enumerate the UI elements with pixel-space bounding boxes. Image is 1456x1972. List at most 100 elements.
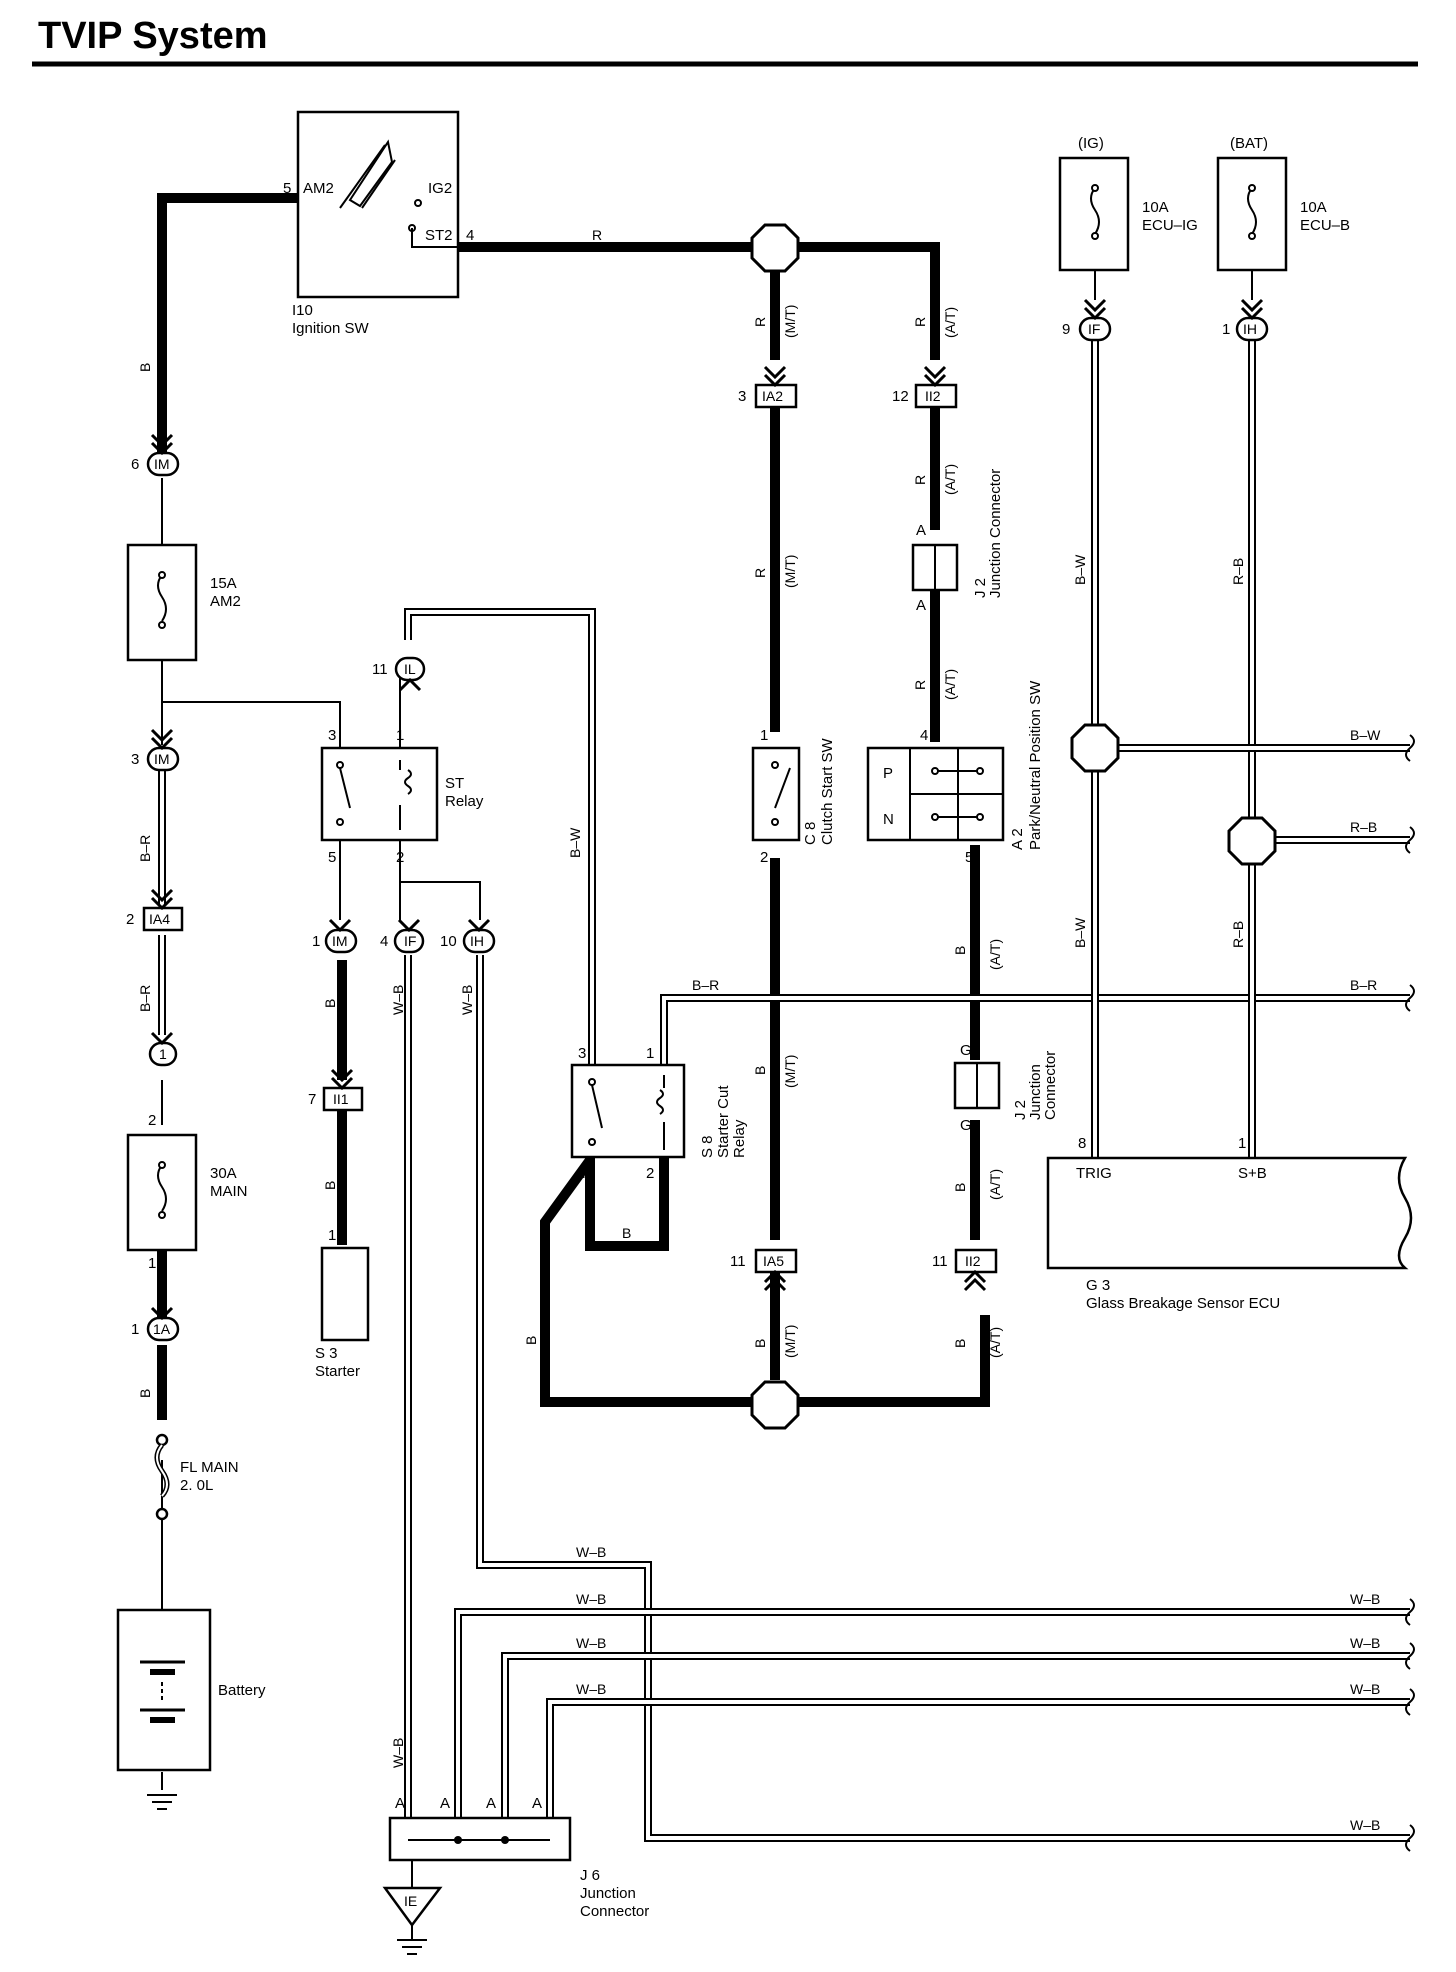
wire-at6: (A/T) xyxy=(987,1327,1003,1358)
svg-text:IA5: IA5 xyxy=(763,1253,784,1269)
wire-bw-right: B–W xyxy=(1350,727,1381,743)
wire-b-starter2: B xyxy=(322,1181,338,1190)
svg-text:Junction: Junction xyxy=(1027,1064,1044,1120)
wire-bw-r1: B–W xyxy=(1072,554,1088,585)
svg-text:G: G xyxy=(960,1117,972,1134)
svg-text:J 2: J 2 xyxy=(1012,1100,1029,1120)
wire-b-loop: B xyxy=(622,1225,631,1241)
svg-text:Junction Connector: Junction Connector xyxy=(987,469,1004,598)
wire-at2: (A/T) xyxy=(942,464,958,495)
svg-text:ST: ST xyxy=(445,775,464,792)
fuse-main: 30A MAIN 2 1 xyxy=(126,1112,248,1272)
connector-1: 1 xyxy=(148,1041,178,1067)
svg-text:Glass Breakage Sensor ECU: Glass Breakage Sensor ECU xyxy=(1086,1295,1280,1312)
svg-text:4: 4 xyxy=(578,1165,586,1182)
wire-at5: (A/T) xyxy=(987,1169,1003,1200)
svg-text:2: 2 xyxy=(148,1112,156,1129)
wire-b-battery: B xyxy=(137,1389,153,1398)
svg-text:A: A xyxy=(916,597,926,614)
svg-text:A: A xyxy=(916,522,926,539)
svg-text:MAIN: MAIN xyxy=(210,1183,248,1200)
fuse-ecu-b: (BAT) 10A ECU–B xyxy=(1216,135,1350,272)
svg-text:15A: 15A xyxy=(210,575,237,592)
svg-text:1A: 1A xyxy=(153,1321,171,1337)
svg-text:P: P xyxy=(883,765,893,782)
wire-rb-r1: R–B xyxy=(1230,558,1246,585)
svg-text:7: 7 xyxy=(308,1091,316,1108)
wire-wb-2: W–B xyxy=(459,985,475,1015)
svg-text:A 2: A 2 xyxy=(1009,828,1026,850)
junction-connector-j2-upper: A A J 2 Junction Connector xyxy=(911,469,1004,614)
svg-text:3: 3 xyxy=(578,1045,586,1062)
svg-text:Connector: Connector xyxy=(1042,1051,1059,1120)
connector-ii1: II1 7 xyxy=(308,1086,364,1112)
svg-text:1: 1 xyxy=(760,727,768,744)
connector-ia5: IA5 11 xyxy=(730,1248,798,1274)
svg-text:A: A xyxy=(532,1795,542,1812)
wire-wb-h2: W–B xyxy=(576,1591,606,1607)
svg-text:A: A xyxy=(486,1795,496,1812)
junction-connector-j6: A A A A J 6 Junction Connector xyxy=(388,1795,649,1920)
battery: Battery xyxy=(116,1608,266,1772)
svg-text:12: 12 xyxy=(892,388,909,405)
connector-ii2-low: II2 11 xyxy=(932,1248,998,1274)
svg-text:4: 4 xyxy=(920,727,928,744)
wire-bw-relay: B–W xyxy=(567,827,583,858)
wire-wb-r4: W–B xyxy=(1350,1817,1380,1833)
svg-text:3: 3 xyxy=(328,727,336,744)
junction-connector-j2-lower: G G J 2 Junction Connector xyxy=(953,1042,1059,1134)
svg-text:1: 1 xyxy=(148,1255,156,1272)
connector-ia4: IA4 2 xyxy=(126,906,184,932)
connector-ih-top: IH 1 xyxy=(1222,316,1269,342)
svg-text:Connector: Connector xyxy=(580,1903,649,1920)
ig-pin-4: 4 xyxy=(466,227,474,244)
wire-b-mt3: B xyxy=(752,1066,768,1075)
svg-text:IH: IH xyxy=(1243,321,1257,337)
svg-text:6: 6 xyxy=(131,456,139,473)
svg-text:10A: 10A xyxy=(1300,199,1327,216)
wire-wb-h3: W–B xyxy=(576,1635,606,1651)
svg-text:Junction: Junction xyxy=(580,1885,636,1902)
wire-r-at1: R xyxy=(912,317,928,327)
svg-text:S 8: S 8 xyxy=(699,1135,716,1158)
svg-text:II1: II1 xyxy=(333,1091,349,1107)
svg-text:IL: IL xyxy=(404,661,416,677)
connector-ii2-top: II2 12 xyxy=(892,383,958,409)
svg-text:2: 2 xyxy=(396,849,404,866)
glass-breakage-sensor-ecu: TRIG S+B 8 1 G 3 Glass Breakage Sensor E… xyxy=(1046,1135,1413,1312)
svg-text:1: 1 xyxy=(646,1045,654,1062)
junction-points xyxy=(750,223,1277,1430)
wire-b-starter1: B xyxy=(322,999,338,1008)
starter: 1 S 3 Starter xyxy=(315,1227,370,1380)
svg-text:3: 3 xyxy=(131,751,139,768)
svg-text:FL MAIN: FL MAIN xyxy=(180,1459,239,1476)
svg-text:IH: IH xyxy=(470,933,484,949)
wire-br-horiz-2: B–R xyxy=(1350,977,1377,993)
connector-ia2: IA2 3 xyxy=(738,383,798,409)
connector-im-low: IM 1 xyxy=(312,928,358,954)
wire-wb-r2: W–B xyxy=(1350,1635,1380,1651)
svg-text:II2: II2 xyxy=(965,1253,981,1269)
svg-text:1: 1 xyxy=(328,1227,336,1244)
wire-wb-1: W–B xyxy=(390,985,406,1015)
svg-text:IM: IM xyxy=(332,933,348,949)
svg-text:IA2: IA2 xyxy=(762,388,783,404)
svg-text:IM: IM xyxy=(154,456,170,472)
wire-wb-h4: W–B xyxy=(576,1681,606,1697)
svg-text:G 3: G 3 xyxy=(1086,1277,1110,1294)
wire-r-top: R xyxy=(592,227,602,243)
fuse-ecu-ig: (IG) 10A ECU–IG xyxy=(1058,135,1198,272)
wire-wb-r1: W–B xyxy=(1350,1591,1380,1607)
clutch-start-switch: 1 2 C 8 Clutch Start SW xyxy=(751,727,836,866)
fuse-am2: 15A AM2 xyxy=(126,543,241,662)
svg-text:Battery: Battery xyxy=(218,1682,266,1699)
ig-pin-st2: ST2 xyxy=(425,227,453,244)
wire-br-2: B–R xyxy=(137,985,153,1012)
connector-if-low: IF 4 xyxy=(380,928,425,954)
svg-text:8: 8 xyxy=(1078,1135,1086,1152)
svg-text:A: A xyxy=(395,1795,405,1812)
wire-at3: (A/T) xyxy=(942,669,958,700)
svg-text:Relay: Relay xyxy=(731,1119,748,1158)
st-relay: ST Relay 3 1 5 2 xyxy=(320,727,484,866)
svg-text:N: N xyxy=(883,811,894,828)
